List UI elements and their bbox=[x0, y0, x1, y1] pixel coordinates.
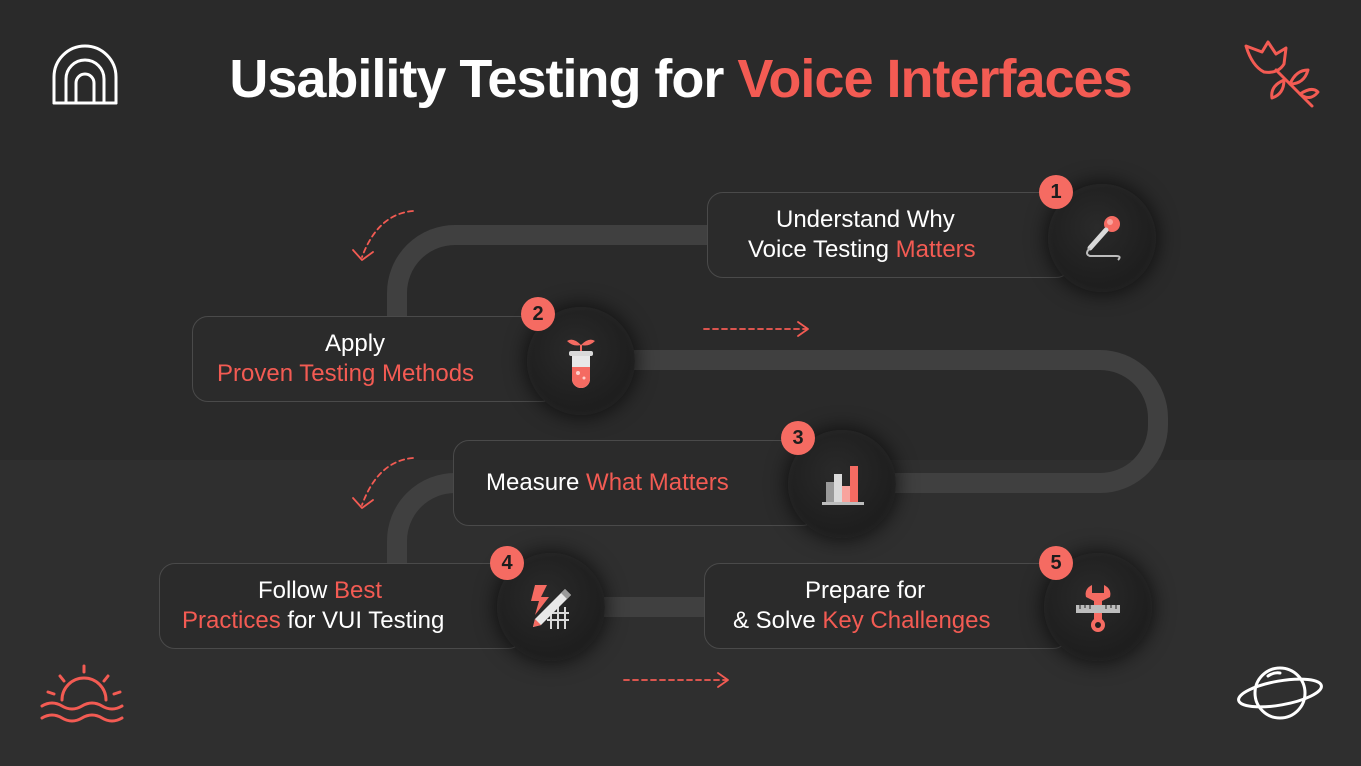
step-3-accent-text: What Matters bbox=[586, 469, 729, 496]
sunset-icon bbox=[40, 664, 124, 723]
step-4-plain-text: Follow bbox=[258, 577, 335, 604]
planet-icon bbox=[1237, 666, 1323, 720]
step-4-accent-text: Best bbox=[334, 577, 383, 604]
test-tube-icon bbox=[567, 339, 595, 388]
step-3-badge: 3 bbox=[781, 421, 815, 455]
design-tools-icon bbox=[531, 585, 571, 629]
step-1-title-text: Understand Why bbox=[776, 206, 955, 233]
flower-icon bbox=[1244, 40, 1320, 108]
dashed-curve-arrow-2 bbox=[361, 457, 414, 506]
step-5-title-text: Prepare for bbox=[805, 577, 926, 604]
page-title: Usability Testing for Voice Interfaces bbox=[0, 48, 1361, 110]
step-5-plain-text: & Solve bbox=[733, 607, 823, 634]
step-3-plain-text: Measure bbox=[486, 469, 587, 496]
step-card-3: Measure What Matters bbox=[453, 440, 818, 526]
step-card-1: Understand Why Voice Testing Matters bbox=[707, 192, 1072, 278]
rainbow-arch-icon bbox=[52, 44, 118, 105]
wrench-ruler-icon bbox=[1076, 585, 1120, 632]
step-4-plain-text-2: for VUI Testing bbox=[280, 607, 445, 634]
step-4-line-2: Practices for VUI Testing bbox=[182, 606, 444, 636]
dashed-curve-arrow-1 bbox=[361, 210, 414, 258]
title-main: Usability Testing for bbox=[229, 49, 738, 109]
step-5-line-2: & Solve Key Challenges bbox=[733, 606, 991, 636]
title-accent: Voice Interfaces bbox=[737, 49, 1132, 109]
step-1-line-1: Understand Why bbox=[748, 205, 1071, 235]
step-4-badge: 4 bbox=[490, 546, 524, 580]
microphone-icon bbox=[1086, 216, 1121, 261]
step-card-4: Follow Best Practices for VUI Testing bbox=[159, 563, 524, 649]
connecting-path bbox=[387, 225, 1168, 617]
step-1-badge: 1 bbox=[1039, 175, 1073, 209]
step-4-accent-text-2: Practices bbox=[182, 607, 281, 634]
step-4-line-1: Follow Best bbox=[182, 576, 382, 606]
step-5-accent-text: Key Challenges bbox=[822, 607, 991, 634]
step-3-line-1: Measure What Matters bbox=[486, 468, 817, 498]
step-2-badge: 2 bbox=[521, 297, 555, 331]
step-2-title-text: Apply bbox=[325, 330, 386, 357]
step-5-badge: 5 bbox=[1039, 546, 1073, 580]
step-card-2: Apply Proven Testing Methods bbox=[192, 316, 557, 402]
step-card-5: Prepare for & Solve Key Challenges bbox=[704, 563, 1069, 649]
step-1-accent-text: Matters bbox=[895, 236, 976, 263]
step-1-plain-text: Voice Testing bbox=[748, 236, 896, 263]
step-1-line-2: Voice Testing Matters bbox=[748, 235, 1071, 265]
bar-chart-icon bbox=[822, 466, 864, 505]
step-5-line-1: Prepare for bbox=[733, 576, 925, 606]
step-2-line-1: Apply bbox=[217, 329, 385, 359]
step-2-line-2: Proven Testing Methods bbox=[217, 360, 475, 387]
